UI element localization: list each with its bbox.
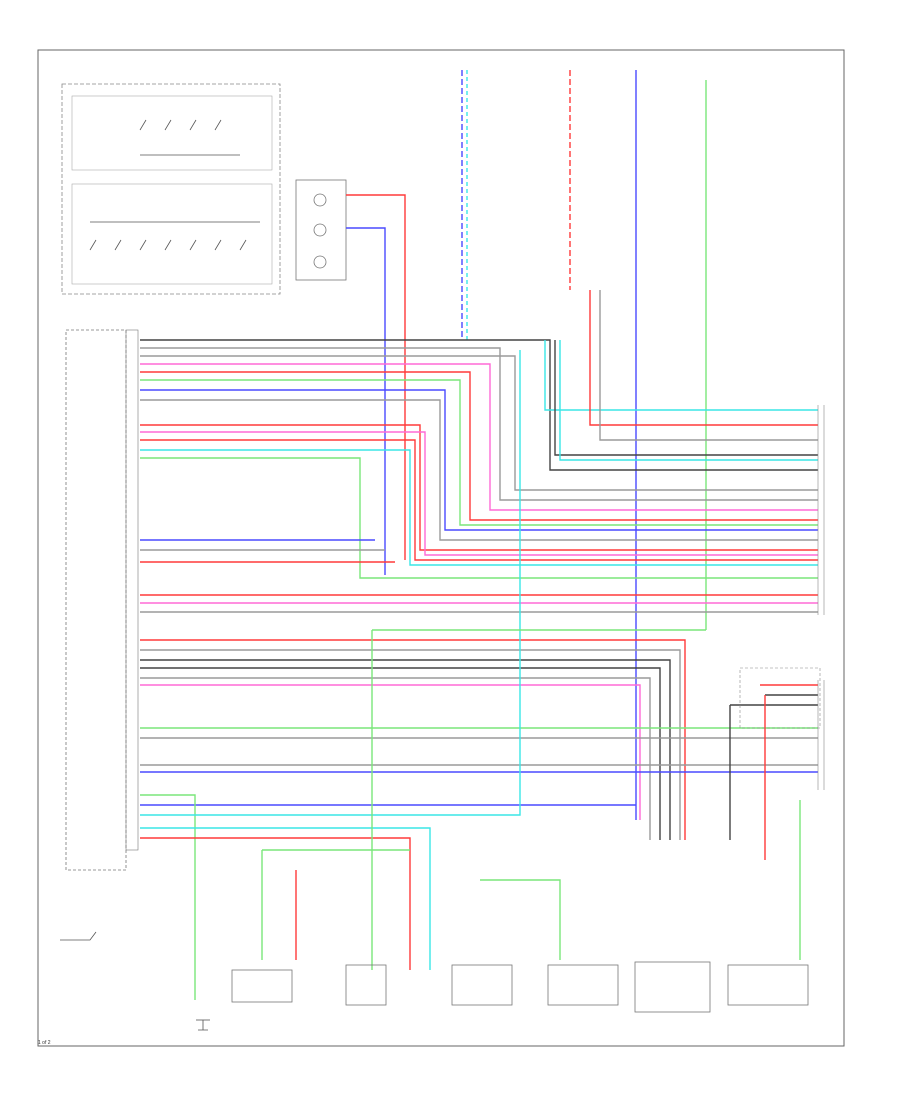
- steering-pad-switch-box: [61, 83, 281, 295]
- pad-switch-symbols: [89, 119, 260, 251]
- steering-pad-inner-box-1: [71, 95, 273, 171]
- right-block: [729, 667, 821, 960]
- spiral-cable: [295, 179, 347, 281]
- diagram-frame: [37, 49, 845, 1047]
- steering-pad-inner-box-2: [71, 183, 273, 285]
- main-ecu-inner: [125, 329, 139, 851]
- middle-bus: [140, 539, 818, 613]
- right-edge-terminals: [817, 405, 825, 790]
- spiral-risers: [346, 194, 406, 575]
- bottom-components: [60, 849, 809, 1031]
- top-feed-lines: [461, 70, 707, 820]
- lower-bus: [140, 350, 818, 1000]
- main-ecu-box: [65, 329, 127, 871]
- page-identifier: 1 of 2: [38, 1040, 51, 1046]
- horizontal-bus: [140, 290, 818, 579]
